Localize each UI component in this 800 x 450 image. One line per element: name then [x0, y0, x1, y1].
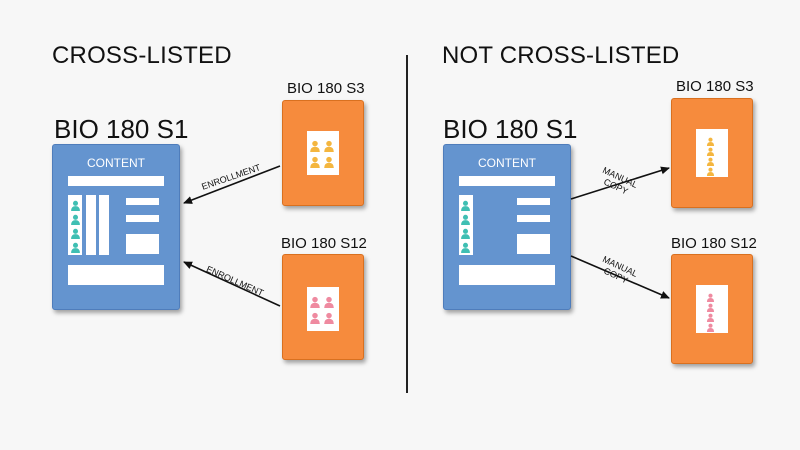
left-content-box: CONTENT — [52, 144, 180, 310]
right-block-bar — [517, 234, 550, 254]
right-content-box: CONTENT — [443, 144, 571, 310]
left-block-bar — [126, 234, 159, 254]
left-column-bar-2 — [99, 195, 109, 255]
person-icon — [706, 153, 715, 171]
left-footer-bar — [68, 265, 164, 285]
person-icon — [706, 319, 715, 337]
right-content-header-bar — [459, 176, 555, 186]
right-line-bar-1 — [517, 198, 550, 205]
right-footer-bar — [459, 265, 555, 285]
person-icon — [706, 133, 715, 151]
person-icon — [706, 289, 715, 307]
left-course-title: BIO 180 S1 — [54, 114, 189, 144]
left-content-header-bar — [68, 176, 164, 186]
person-icon — [323, 295, 335, 313]
arrow-icon — [570, 166, 670, 200]
cross-listed-heading: CROSS-LISTED — [52, 42, 232, 69]
not-cross-listed-heading: NOT CROSS-LISTED — [442, 42, 680, 69]
left-line-bar-2 — [126, 215, 159, 222]
person-icon — [309, 155, 321, 173]
right-course-title: BIO 180 S1 — [443, 114, 578, 144]
person-icon — [309, 295, 321, 313]
person-icon — [323, 311, 335, 329]
left-content-label: CONTENT — [87, 156, 145, 170]
person-icon — [70, 198, 81, 216]
right-line-bar-2 — [517, 215, 550, 222]
person-icon — [309, 311, 321, 329]
left-section-s12-title: BIO 180 S12 — [281, 235, 367, 252]
person-icon — [706, 299, 715, 317]
person-icon — [70, 212, 81, 230]
person-icon — [460, 226, 471, 244]
left-section-s3-box — [282, 100, 364, 206]
person-icon — [460, 240, 471, 258]
person-icon — [460, 198, 471, 216]
arrow-icon — [570, 255, 670, 299]
right-content-label: CONTENT — [478, 156, 536, 170]
person-icon — [70, 226, 81, 244]
left-column-bar-1 — [86, 195, 96, 255]
left-section-s3-title: BIO 180 S3 — [287, 80, 365, 97]
left-line-bar-1 — [126, 198, 159, 205]
person-icon — [460, 212, 471, 230]
right-section-s3-title: BIO 180 S3 — [676, 78, 754, 95]
person-icon — [70, 240, 81, 258]
person-icon — [323, 155, 335, 173]
arrow-icon — [183, 261, 281, 307]
center-divider — [406, 55, 408, 393]
person-icon — [706, 163, 715, 181]
person-icon — [323, 139, 335, 157]
right-section-s12-box — [671, 254, 753, 364]
person-icon — [309, 139, 321, 157]
arrow-icon — [183, 165, 281, 204]
left-section-s12-box — [282, 254, 364, 360]
right-section-s12-title: BIO 180 S12 — [671, 235, 757, 252]
person-icon — [706, 309, 715, 327]
person-icon — [706, 143, 715, 161]
